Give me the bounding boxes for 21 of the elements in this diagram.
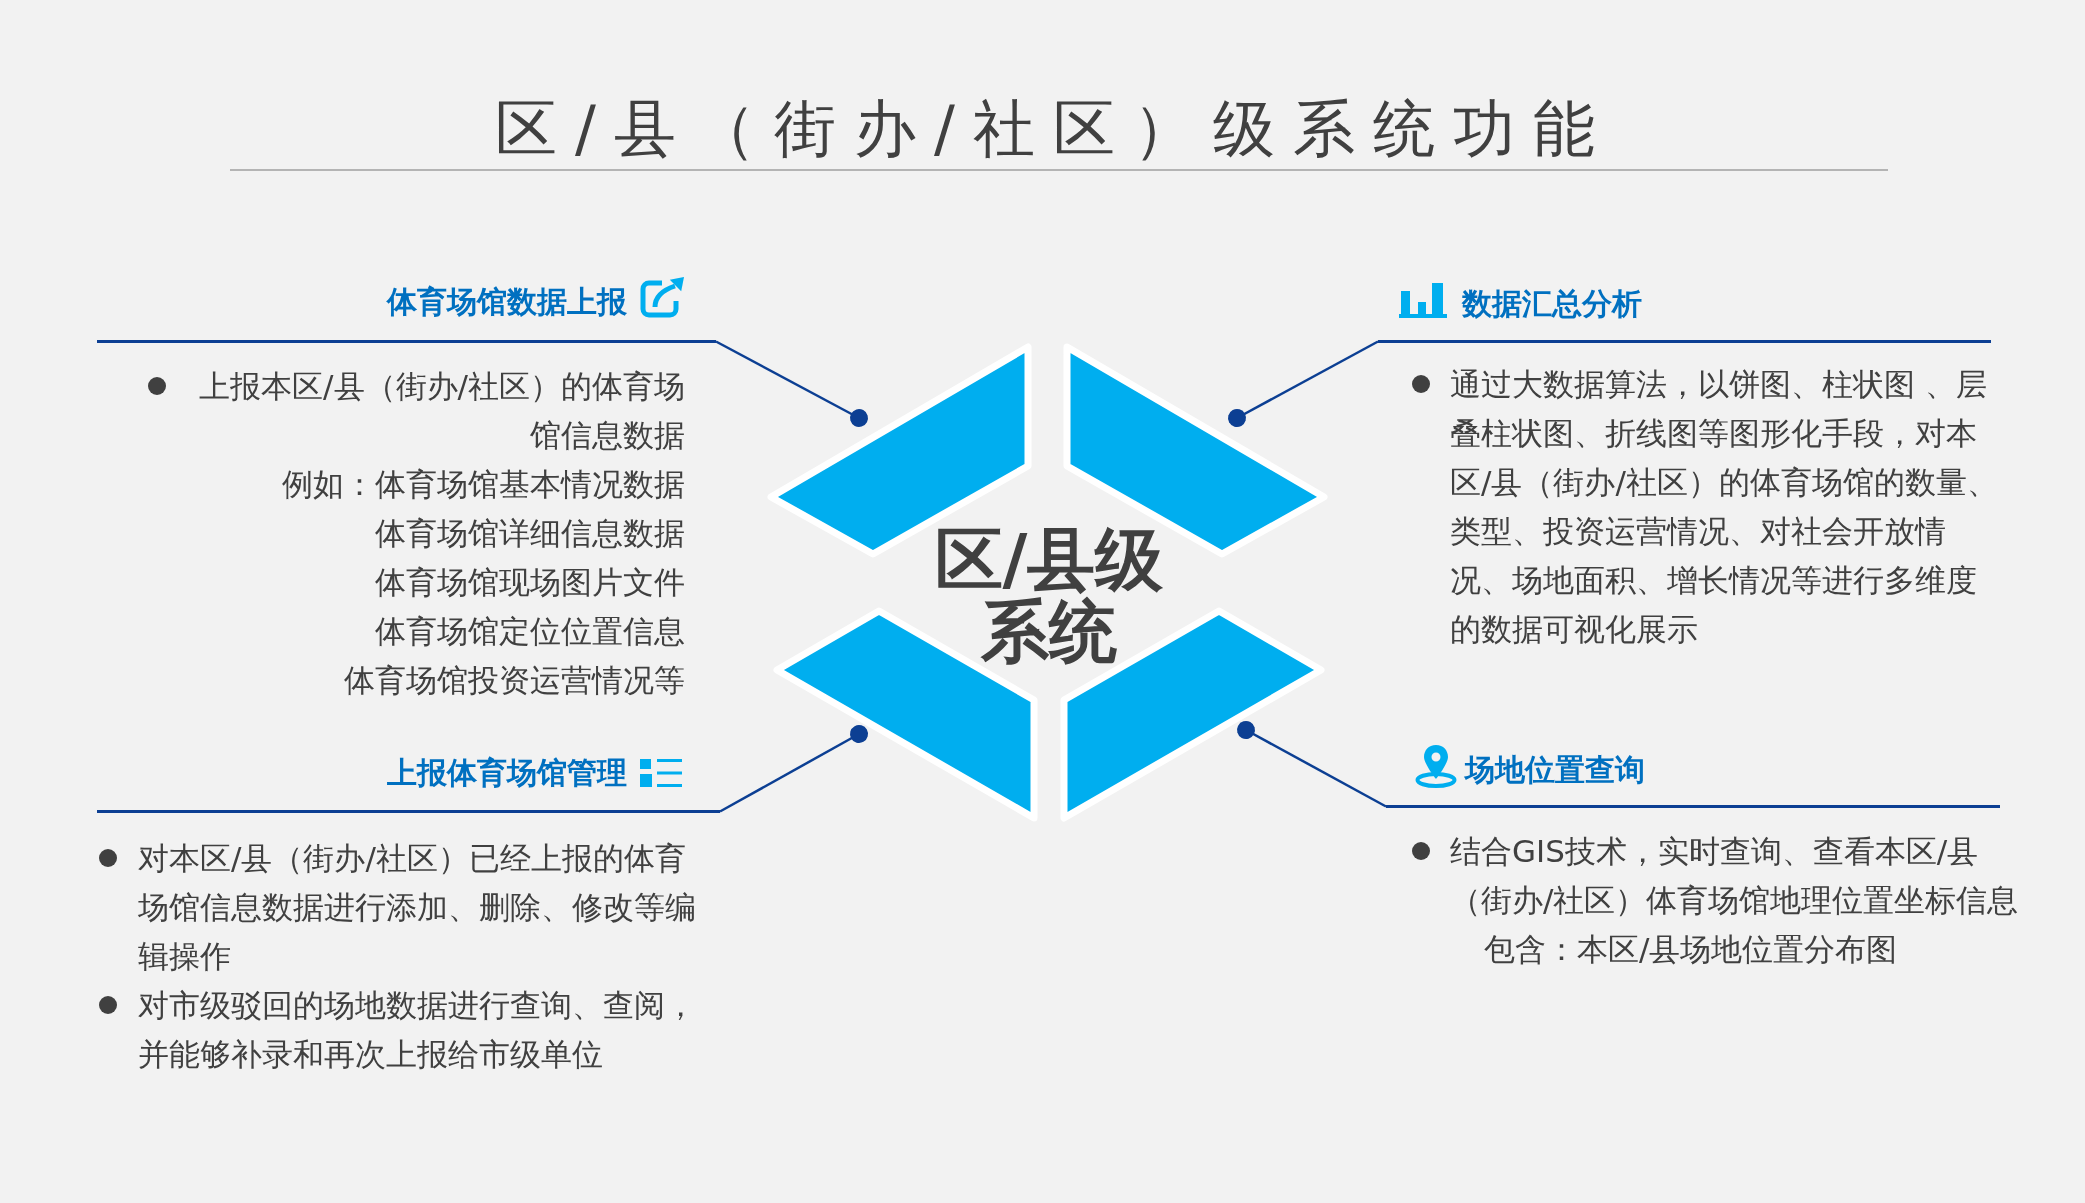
leader-line: [1237, 721, 1387, 808]
body-text: 体育场馆定位位置信息: [375, 612, 685, 651]
section-heading: 体育场馆数据上报: [387, 283, 627, 321]
title: 区/县（街办/社区）级系统功能: [495, 91, 1613, 167]
bullet-text: 对市级驳回的场地数据进行查询、查阅，并能够补录和再次上报给市级单位: [138, 986, 697, 1074]
section-heading: 数据汇总分析: [1462, 285, 1642, 323]
section-heading: 场地位置查询: [1465, 751, 1645, 789]
leader-line: [1228, 340, 1379, 427]
body-text: 体育场馆现场图片文件: [375, 563, 685, 602]
bullet-text: 对本区/县（街办/社区）已经上报的体育场馆信息数据进行添加、删除、修改等编辑操作: [138, 839, 697, 976]
body-text: 体育场馆详细信息数据: [375, 514, 685, 553]
leader-line: [719, 725, 868, 813]
leader-line: [715, 340, 868, 427]
body-text: 体育场馆投资运营情况等: [344, 661, 685, 700]
bullet-text: 通过大数据算法，以饼图、柱状图 、层叠柱状图、折线图等图形化手段，对本区/县（街办/社区）的体育场馆的数量、类型、投资运营情况、对社会开放情况、场地面积、增长情况等进行多维度的数据可视化展示: [1450, 365, 1999, 649]
bullet-text: 结合GIS技术，实时查询、查看本区/县（街办/社区）体育场馆地理位置坐标信息: [1450, 832, 2020, 920]
body-text: 包含：本区/县场地位置分布图: [1484, 930, 1898, 969]
body-text: 例如：体育场馆基本情况数据: [282, 465, 685, 504]
center-label: 区/县级系统: [924, 524, 1174, 668]
section-heading: 上报体育场馆管理: [387, 754, 627, 792]
bullet-text: 上报本区/县（街办/社区）的体育场馆信息数据: [198, 367, 685, 455]
